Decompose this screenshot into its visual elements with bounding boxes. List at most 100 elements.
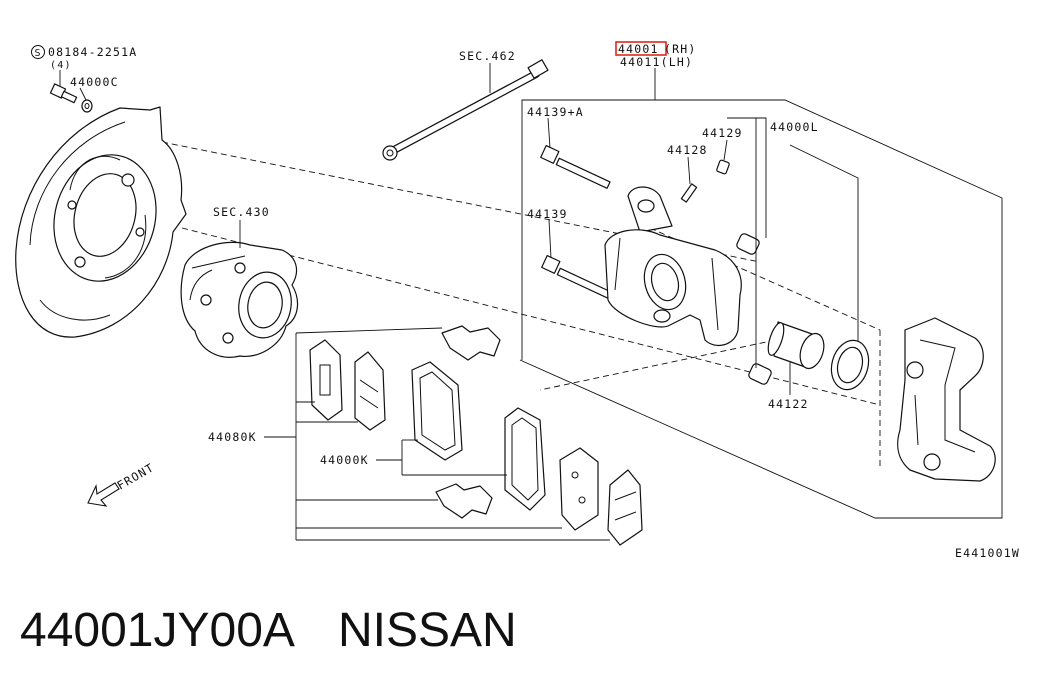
shim-slot xyxy=(614,491,637,501)
hub-body-lines xyxy=(189,255,246,301)
label-44000K: 44000K xyxy=(320,453,369,467)
caliper-lower-ear-hole xyxy=(653,309,671,323)
bracket-hole xyxy=(906,361,924,379)
bleeder-body xyxy=(680,183,698,203)
shim-plate xyxy=(309,339,343,421)
leader-cap xyxy=(723,139,728,161)
projection-line xyxy=(161,141,761,263)
shim-plate xyxy=(607,469,643,546)
projection-line xyxy=(539,337,786,391)
brake-hose xyxy=(382,59,549,161)
label-44000L: 44000L xyxy=(770,120,819,134)
front-arrow-icon xyxy=(87,482,120,507)
boot-body xyxy=(736,233,760,255)
bleeder-screw xyxy=(680,183,698,203)
label-44129: 44129 xyxy=(702,126,743,140)
hub-bolt-hole xyxy=(200,294,212,306)
shim-hole xyxy=(571,471,579,479)
piston-face xyxy=(799,332,825,370)
washer-body xyxy=(81,99,93,113)
banjo-hole xyxy=(386,149,394,157)
leader-lines xyxy=(59,63,859,541)
footer-brand: NISSAN xyxy=(338,604,517,657)
shim-inner-1 xyxy=(309,339,343,421)
label-44139a: 44139+A xyxy=(527,105,584,119)
bracket-44080k-branch xyxy=(295,327,443,334)
leader-seal xyxy=(789,144,859,342)
label-bolt-qty: (4) xyxy=(50,60,72,71)
shim-slot xyxy=(359,395,379,409)
shim-cutout xyxy=(319,364,331,396)
pin-boot-lower xyxy=(748,363,772,385)
shim-inner-2 xyxy=(354,351,386,431)
shim-slot xyxy=(359,379,379,393)
parking-brake-shoes xyxy=(69,155,147,279)
label-44011-lh: 44011(LH) xyxy=(620,55,693,69)
washer xyxy=(81,99,93,113)
label-bolt-symbol: S xyxy=(35,48,41,59)
hub-bolt-hole xyxy=(234,262,246,274)
label-08184-2251A: 08184-2251A xyxy=(48,45,137,59)
pad-friction xyxy=(511,417,539,501)
piston-back xyxy=(767,322,785,356)
bolt-hole xyxy=(67,200,77,210)
bleeder-cap xyxy=(716,159,730,175)
clip-body xyxy=(435,483,493,519)
circled-s-symbol xyxy=(31,45,45,59)
bolt-shank xyxy=(60,90,78,104)
clip-body xyxy=(441,325,501,361)
shield-rim xyxy=(29,121,126,321)
pad-friction xyxy=(419,371,456,451)
guide-pin-upper xyxy=(540,145,611,189)
bolt-hole xyxy=(135,227,145,237)
bracket-edges xyxy=(914,339,976,453)
pad-clip-upper xyxy=(441,325,501,361)
seal-inner xyxy=(836,346,864,384)
shim-plate xyxy=(559,447,599,531)
leader-bleeder xyxy=(687,156,691,185)
label-44080K: 44080K xyxy=(208,430,257,444)
leader-boot-upper xyxy=(727,117,767,238)
leader-pin-lower xyxy=(548,219,552,259)
hose-body xyxy=(391,71,539,153)
adjuster xyxy=(121,173,135,187)
caliper-edges xyxy=(614,237,719,331)
label-44122: 44122 xyxy=(768,397,809,411)
label-diagram-code: E441001W xyxy=(955,546,1020,560)
caliper-body xyxy=(604,186,742,347)
hub-bolt-hole xyxy=(222,332,234,344)
label-44128: 44128 xyxy=(667,143,708,157)
caliper-bracket xyxy=(897,317,996,482)
label-44001-side: (RH) xyxy=(664,42,697,56)
hub-bore-inner xyxy=(247,281,283,329)
shield-center-hole xyxy=(73,173,137,257)
highlight-box-44001 xyxy=(615,41,667,56)
piston-seal xyxy=(830,339,870,391)
caliper-cylinder-inner xyxy=(650,262,680,302)
shim-slot xyxy=(614,511,637,521)
label-sec430: SEC.430 xyxy=(213,205,270,219)
label-sec462: SEC.462 xyxy=(459,49,516,63)
assembly-outline xyxy=(519,99,1003,519)
hose-fitting xyxy=(527,59,549,79)
guide-pin-lower xyxy=(541,255,618,302)
brake-pad-outer xyxy=(504,407,546,511)
banjo-fitting xyxy=(382,145,398,161)
footer: 44001JY00A NISSAN xyxy=(20,604,517,657)
part-labels: S 08184-2251A (4) 44000C SEC.462 44001 (… xyxy=(31,41,1020,560)
cap-body xyxy=(716,159,730,175)
pin-head xyxy=(540,145,560,164)
boot-body xyxy=(748,363,772,385)
pin-shaft xyxy=(555,157,611,189)
shim-plate xyxy=(354,351,386,431)
pin-boot-upper xyxy=(736,233,760,255)
shim-hole xyxy=(578,496,586,504)
dust-shield xyxy=(15,106,187,338)
leader-washer xyxy=(79,87,87,101)
shim-outer-1 xyxy=(559,447,599,531)
bracket-hole xyxy=(923,453,941,471)
label-44139: 44139 xyxy=(527,207,568,221)
anchor-pin xyxy=(74,256,86,268)
